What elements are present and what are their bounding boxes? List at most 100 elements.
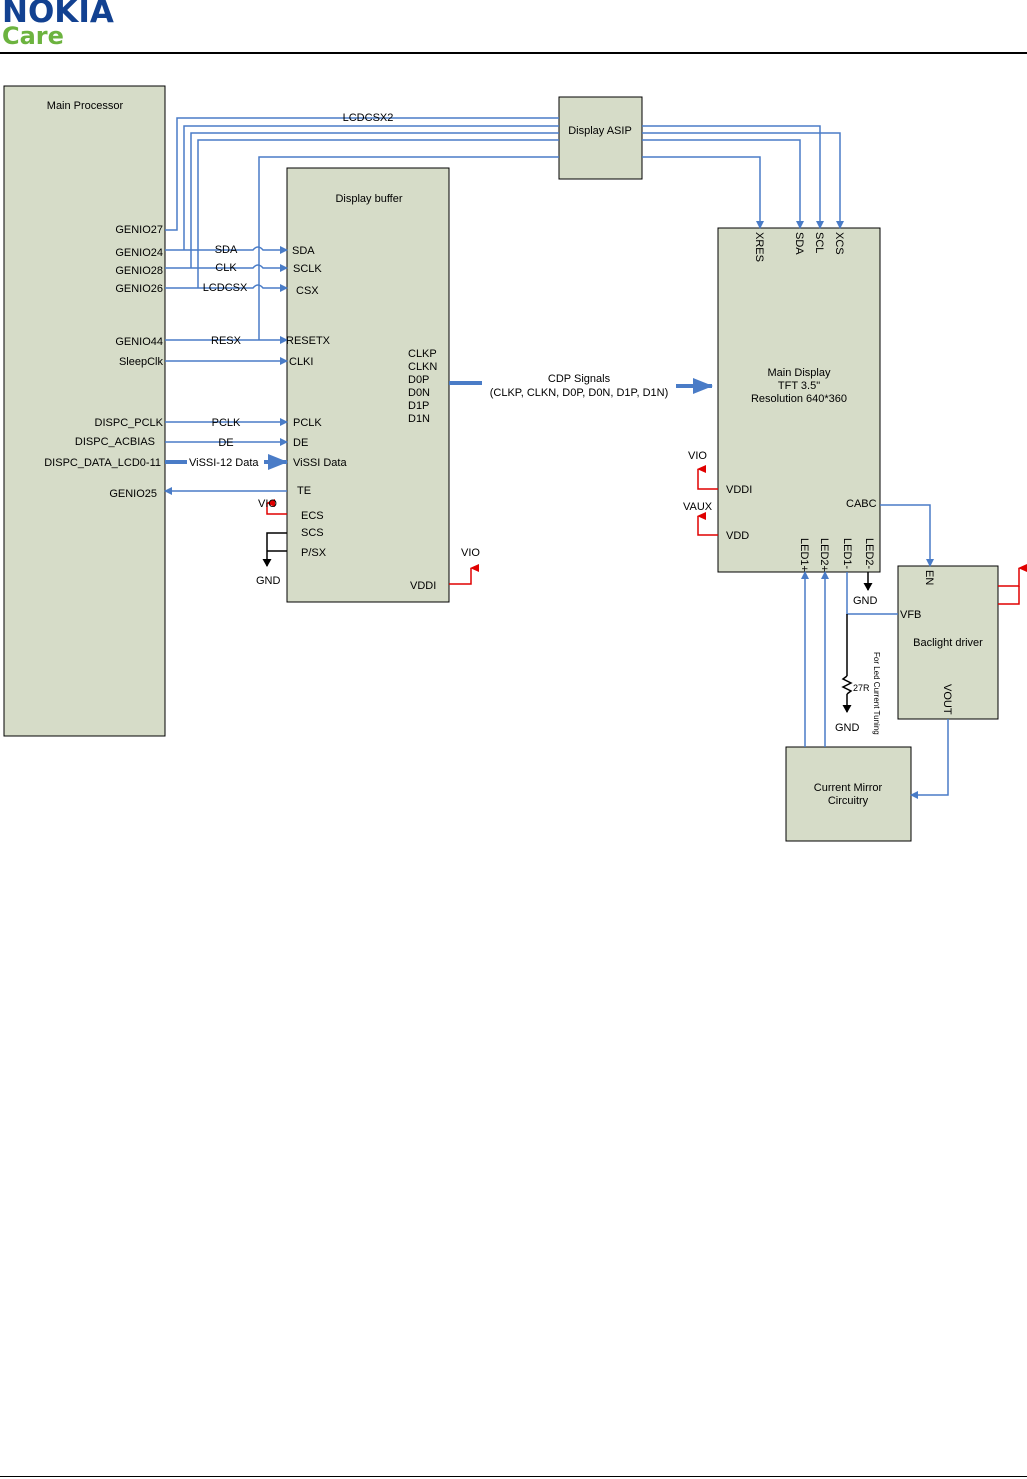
- backlight-driver-block: [897, 565, 999, 720]
- resistor-gnd-label: GND: [835, 722, 860, 734]
- disp-pin-xcs: XCS: [833, 232, 845, 255]
- cdp-title: CDP Signals: [548, 373, 611, 385]
- bl-pin-en: EN: [923, 570, 935, 585]
- resx-branch-line: [258, 156, 559, 340]
- nokia-logo: NOKIA: [2, 0, 114, 30]
- buf-pin-vissi: ViSSI Data: [293, 457, 347, 469]
- cdp-list: (CLKP, CLKN, D0P, D0N, D1P, D1N): [490, 387, 669, 399]
- clk-branch-line: [190, 132, 559, 268]
- bl-pin-vfb: VFB: [900, 609, 921, 621]
- lcdcsx2-line: [165, 117, 559, 231]
- buf-pin-sclk: SCLK: [293, 263, 322, 275]
- buf-pin-vddi: VDDI: [410, 580, 436, 592]
- current-mirror-block: [785, 746, 912, 842]
- disp-pin-scl: SCL: [813, 232, 825, 253]
- pin-genio28: GENIO28: [115, 265, 163, 277]
- buf-pin-sda: SDA: [292, 245, 315, 257]
- buf-pin-ecs: ECS: [301, 510, 324, 522]
- buf-ecs-vio-label: VIO: [258, 498, 277, 510]
- main-processor-label: Main Processor: [47, 100, 124, 112]
- vissi12-net-label: ViSSI-12 Data: [189, 457, 259, 469]
- pin-genio24: GENIO24: [115, 247, 163, 259]
- pin-dispc-pclk: DISPC_PCLK: [95, 417, 164, 429]
- pin-genio26: GENIO26: [115, 283, 163, 295]
- asip-scl-line: [642, 125, 824, 229]
- pin-sleepclk: SleepClk: [119, 356, 164, 368]
- buf-pin-csx: CSX: [296, 285, 319, 297]
- sclk-line: [165, 264, 288, 272]
- disp-pin-vdd: VDD: [726, 530, 749, 542]
- resistor-27r: [841, 675, 853, 695]
- lcdcsx-branch-line: [197, 139, 559, 288]
- buf-vddi-vio-label: VIO: [461, 547, 480, 559]
- de-net-label: DE: [218, 437, 233, 449]
- disp-pin-led2p: LED2+: [818, 538, 830, 572]
- care-logo: Care: [2, 22, 64, 50]
- asip-xres-line: [642, 156, 764, 229]
- pin-dispc-acbias: DISPC_ACBIAS: [75, 436, 155, 448]
- disp-pin-led1m: LED1-: [841, 538, 853, 570]
- asip-sda-line: [642, 139, 804, 229]
- lcdcsx-net-label: LCDCSX: [203, 282, 248, 294]
- resx-net-label: RESX: [211, 335, 242, 347]
- buf-pin-clkp: CLKP: [408, 348, 437, 360]
- buf-pin-de: DE: [293, 437, 308, 449]
- display-buffer-block: [286, 167, 450, 603]
- disp-vaux-label: VAUX: [683, 501, 713, 513]
- buf-pin-resetx: RESETX: [286, 335, 331, 347]
- current-mirror-label-line2: Circuitry: [828, 795, 869, 807]
- disp-vddi-vio-line: [697, 465, 718, 490]
- main-processor-block: [3, 85, 166, 737]
- disp-pin-xres: XRES: [753, 232, 765, 262]
- resistor-value: 27R: [853, 683, 870, 693]
- current-mirror-label: Current Mirror: [814, 782, 883, 794]
- cabc-en-line: [880, 504, 934, 567]
- backlight-driver-label: Baclight driver: [913, 637, 983, 649]
- sda-line: [165, 246, 288, 254]
- buf-pin-d0n: D0N: [408, 387, 430, 399]
- pin-genio27: GENIO27: [115, 224, 163, 236]
- pin-dispc-data: DISPC_DATA_LCD0-11: [44, 457, 161, 469]
- display-asip-label: Display ASIP: [568, 125, 632, 137]
- disp-pin-cabc: CABC: [846, 498, 877, 510]
- bl-pin-vout: VOUT: [941, 684, 953, 715]
- main-display-resolution: Resolution 640*360: [751, 393, 847, 405]
- led1m-vfb-line: [846, 572, 898, 615]
- disp-vdd-vaux-line: [697, 512, 718, 536]
- main-display-block: [717, 227, 881, 573]
- bl-supply-line-2: [998, 586, 1020, 605]
- clk-net-label: CLK: [215, 262, 237, 274]
- disp-pin-vddi: VDDI: [726, 484, 752, 496]
- buf-vddi-vio-line: [449, 564, 479, 585]
- footer-divider: [0, 1476, 1027, 1477]
- disp-pin-sda: SDA: [793, 232, 805, 255]
- buf-pin-te: TE: [297, 485, 311, 497]
- buf-gnd-line: [262, 532, 287, 567]
- buf-pin-psx: P/SX: [301, 547, 327, 559]
- main-display-type: TFT 3.5": [778, 380, 820, 392]
- buf-pin-clkn: CLKN: [408, 361, 437, 373]
- buf-pin-d0p: D0P: [408, 374, 429, 386]
- buf-pin-clki: CLKI: [289, 356, 313, 368]
- csx-line: [165, 284, 288, 292]
- bl-supply-line: [998, 564, 1027, 587]
- sda-branch-line: [183, 125, 559, 250]
- disp-pin-led2m: LED2-: [863, 538, 875, 570]
- asip-xcs-line: [642, 132, 844, 229]
- header-divider: [0, 52, 1027, 54]
- vout-mirror-line: [910, 719, 949, 799]
- buf-ecs-vio-line: [266, 499, 287, 515]
- disp-vio-label: VIO: [688, 450, 707, 462]
- display-asip-block: [558, 96, 643, 180]
- sda-net-label: SDA: [215, 244, 238, 256]
- display-buffer-label: Display buffer: [335, 193, 402, 205]
- pin-genio44: GENIO44: [115, 336, 163, 348]
- pin-genio25: GENIO25: [109, 488, 157, 500]
- buf-pin-pclk: PCLK: [293, 417, 322, 429]
- led2m-gnd-label: GND: [853, 595, 878, 607]
- buf-gnd-label: GND: [256, 575, 281, 587]
- buf-pin-d1p: D1P: [408, 400, 429, 412]
- page-header: NOKIA Care: [0, 0, 1027, 56]
- buf-pin-scs: SCS: [301, 527, 324, 539]
